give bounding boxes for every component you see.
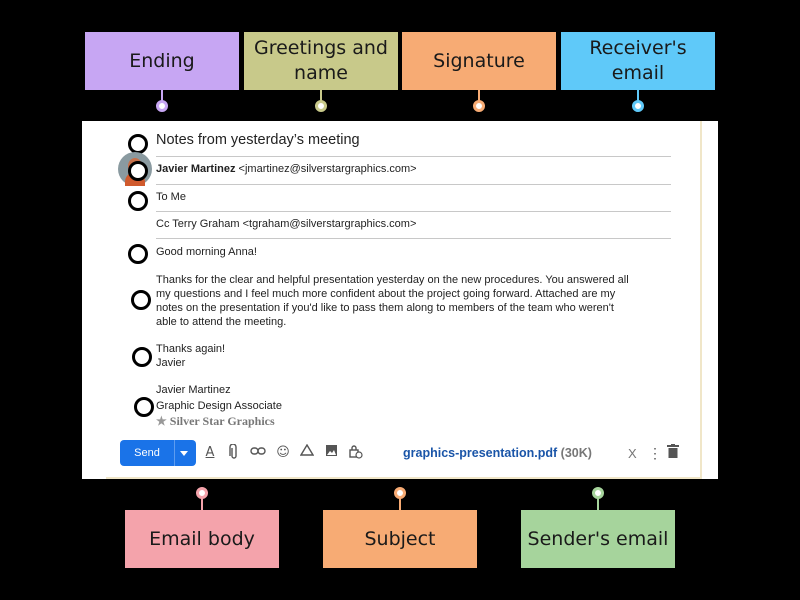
label-subject[interactable]: Subject [323,510,477,568]
drive-icon[interactable] [298,443,316,462]
attachment-size: (30K) [560,446,592,460]
connector-senders-email [597,497,599,510]
attach-icon[interactable] [225,443,243,462]
drop-target-5[interactable] [131,290,151,310]
link-icon[interactable] [249,444,267,462]
cc-line: Cc Terry Graham <tgraham@silverstargraph… [156,218,417,230]
drop-target-6[interactable] [132,347,152,367]
drop-target-1[interactable] [128,134,148,154]
label-email-body[interactable]: Email body [125,510,279,568]
delete-icon-svg [667,444,679,458]
image-icon[interactable] [322,444,340,462]
signature-name: Javier Martinez [156,384,231,396]
divider [156,156,671,157]
email-message: Notes from yesterday’s meeting Javier Ma… [82,121,718,479]
attachment-chip[interactable]: graphics-presentation.pdf (30K) [403,446,592,460]
send-options-icon[interactable] [180,451,188,456]
connector-subject [399,497,401,510]
drive-icon-svg [299,443,315,456]
format-text-icon[interactable]: A [205,445,215,460]
sender-line: Javier Martinez <jmartinez@silverstargra… [156,163,417,175]
divider [156,184,671,185]
delete-icon[interactable] [664,444,682,462]
sender-name: Javier Martinez [156,163,236,175]
label-receivers-email[interactable]: Receiver's email [561,32,715,90]
emoji-icon[interactable]: ☺ [276,445,290,460]
drop-target-2[interactable] [128,161,148,181]
more-options-icon[interactable]: ⋮ [648,445,662,461]
image-icon-svg [325,445,337,456]
connector-dot-greetings [315,100,327,112]
body-line: Thanks for the clear and helpful present… [156,274,629,286]
confidential-icon[interactable] [346,444,364,462]
connector-email-body [201,497,203,510]
signature-title: Graphic Design Associate [156,400,282,412]
drop-target-7[interactable] [134,397,154,417]
email-subject: Notes from yesterday’s meeting [156,132,360,148]
closing-line: Thanks again! [156,343,226,355]
label-ending[interactable]: Ending [85,32,239,90]
connector-dot-receivers-email [632,100,644,112]
body-line: my questions and I feel much more confid… [156,288,616,300]
recipient-line: To Me [156,191,186,203]
connector-ending [161,90,163,102]
send-label: Send [134,447,160,459]
connector-dot-ending [156,100,168,112]
greeting-line: Good morning Anna! [156,246,257,258]
email-frame [106,121,702,479]
drop-target-3[interactable] [128,191,148,211]
star-icon: ★ [156,414,167,428]
confidential-icon-svg [348,445,363,459]
connector-dot-signature [473,100,485,112]
divider [156,211,671,212]
label-greetings-and-name[interactable]: Greetings and name [244,32,398,90]
body-line: notes on the presentation if you'd like … [156,302,614,314]
attach-icon-svg [229,443,237,459]
connector-greetings [320,90,322,102]
body-line: able to attend the meeting. [156,316,287,328]
closing-line: Javier [156,357,186,369]
attachment-name: graphics-presentation.pdf [403,446,558,460]
attachment-remove-button[interactable]: X [628,446,637,461]
send-divider [174,440,175,466]
send-button[interactable]: Send [120,440,196,466]
connector-receivers-email [637,90,639,102]
drop-target-4[interactable] [128,244,148,264]
link-icon-svg [250,447,266,455]
signature-company: ★ Silver Star Graphics [156,414,275,429]
label-senders-email[interactable]: Sender's email [521,510,675,568]
divider [156,238,671,239]
sender-address: <jmartinez@silverstargraphics.com> [238,163,417,175]
signature-company-text: Silver Star Graphics [169,414,275,428]
connector-signature [478,90,480,102]
label-signature[interactable]: Signature [402,32,556,90]
